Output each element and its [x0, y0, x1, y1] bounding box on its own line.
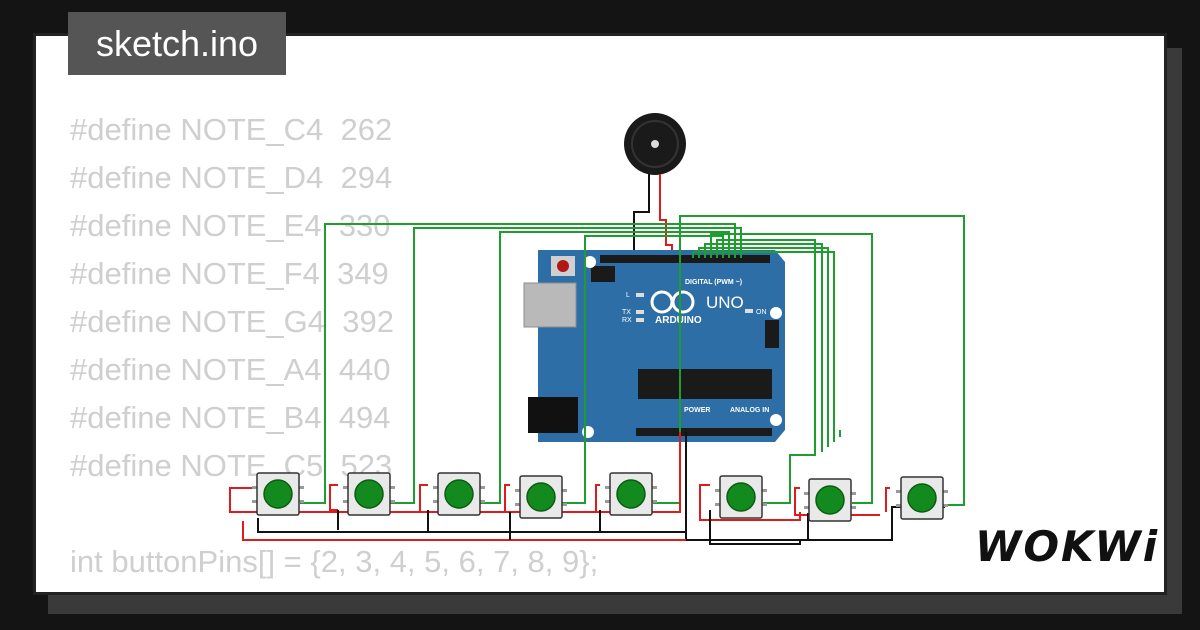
- push-button[interactable]: [515, 475, 567, 519]
- code-line: #define NOTE_F4 349: [70, 256, 389, 291]
- wire: [653, 215, 965, 506]
- board-brand: ARDUINO: [655, 315, 702, 326]
- push-button[interactable]: [433, 472, 485, 516]
- digital-header: [600, 255, 770, 263]
- wokwi-logo: WOKWi: [975, 522, 1160, 571]
- digital-label: DIGITAL (PWM ~): [685, 279, 742, 286]
- button-cap: [263, 479, 293, 509]
- code-line: #define NOTE_G4 392: [70, 304, 394, 339]
- power-analog-header: [636, 428, 772, 436]
- code-preview: #define NOTE_C4 262 #define NOTE_D4 294 #d…: [70, 106, 1164, 592]
- led-l: [636, 293, 644, 297]
- signal-wires: [300, 215, 965, 506]
- wire: [504, 484, 510, 512]
- wire: [709, 510, 801, 545]
- push-button[interactable]: [896, 476, 948, 520]
- code-line: #define NOTE_C4 262: [70, 112, 393, 147]
- code-line: #define NOTE_A4 440: [70, 352, 391, 387]
- led-label: RX: [622, 317, 632, 324]
- wire: [595, 484, 600, 512]
- push-button[interactable]: [804, 478, 856, 522]
- wire: [419, 484, 428, 512]
- atmega-chip: [638, 369, 772, 399]
- button-cap: [907, 483, 937, 513]
- mount-hole: [770, 307, 782, 319]
- button-cap: [815, 485, 845, 515]
- button-row: [252, 472, 948, 522]
- usb-connector: [523, 282, 577, 328]
- wire: [257, 518, 686, 533]
- icsp-header: [591, 266, 615, 282]
- push-button[interactable]: [252, 472, 304, 516]
- wire: [229, 432, 681, 513]
- code-line: #define NOTE_B4 494: [70, 400, 391, 435]
- wire: [885, 487, 890, 512]
- file-title: sketch.ino: [68, 12, 286, 75]
- buzzer[interactable]: [624, 113, 686, 198]
- wire: [300, 223, 736, 504]
- led-label: L: [626, 292, 630, 299]
- code-line: #define NOTE_E4 330: [70, 208, 391, 243]
- led-rx: [636, 318, 644, 322]
- push-button[interactable]: [605, 472, 657, 516]
- icsp-header-2: [765, 320, 779, 348]
- button-cap: [444, 479, 474, 509]
- power-label: POWER: [684, 407, 710, 414]
- analog-label: ANALOG IN: [730, 407, 769, 414]
- arduino-logo-icon: [650, 290, 695, 314]
- push-button[interactable]: [715, 475, 767, 519]
- button-cap: [726, 482, 756, 512]
- board-model: UNO: [706, 293, 744, 312]
- push-button[interactable]: [343, 472, 395, 516]
- reset-button-cap: [557, 260, 569, 272]
- arduino-board[interactable]: ARDUINO UNO DIGITAL (PWM ~) POWER ANALOG…: [523, 250, 785, 442]
- on-label: ON: [756, 309, 767, 316]
- wire: [716, 239, 816, 504]
- mount-hole: [582, 426, 594, 438]
- wire: [390, 227, 742, 504]
- button-cap: [354, 479, 384, 509]
- buzzer-ring: [631, 120, 679, 168]
- wire: [242, 521, 686, 541]
- power-jack: [528, 397, 578, 433]
- button-cap: [526, 482, 556, 512]
- wire: [699, 484, 801, 521]
- led-tx: [636, 310, 644, 314]
- led-label: TX: [622, 309, 631, 316]
- led-on: [745, 309, 753, 313]
- code-line: int buttonPins[] = {2, 3, 4, 5, 6, 7, 8,…: [70, 544, 599, 579]
- power-wires: [229, 432, 945, 545]
- mount-hole: [584, 256, 596, 268]
- wire: [329, 484, 338, 511]
- wire: [692, 251, 835, 442]
- wire: [710, 233, 873, 504]
- mount-hole: [770, 414, 782, 426]
- buzzer-hole: [651, 140, 659, 148]
- button-cap: [616, 479, 646, 509]
- code-line: #define NOTE_D4 294: [70, 160, 393, 195]
